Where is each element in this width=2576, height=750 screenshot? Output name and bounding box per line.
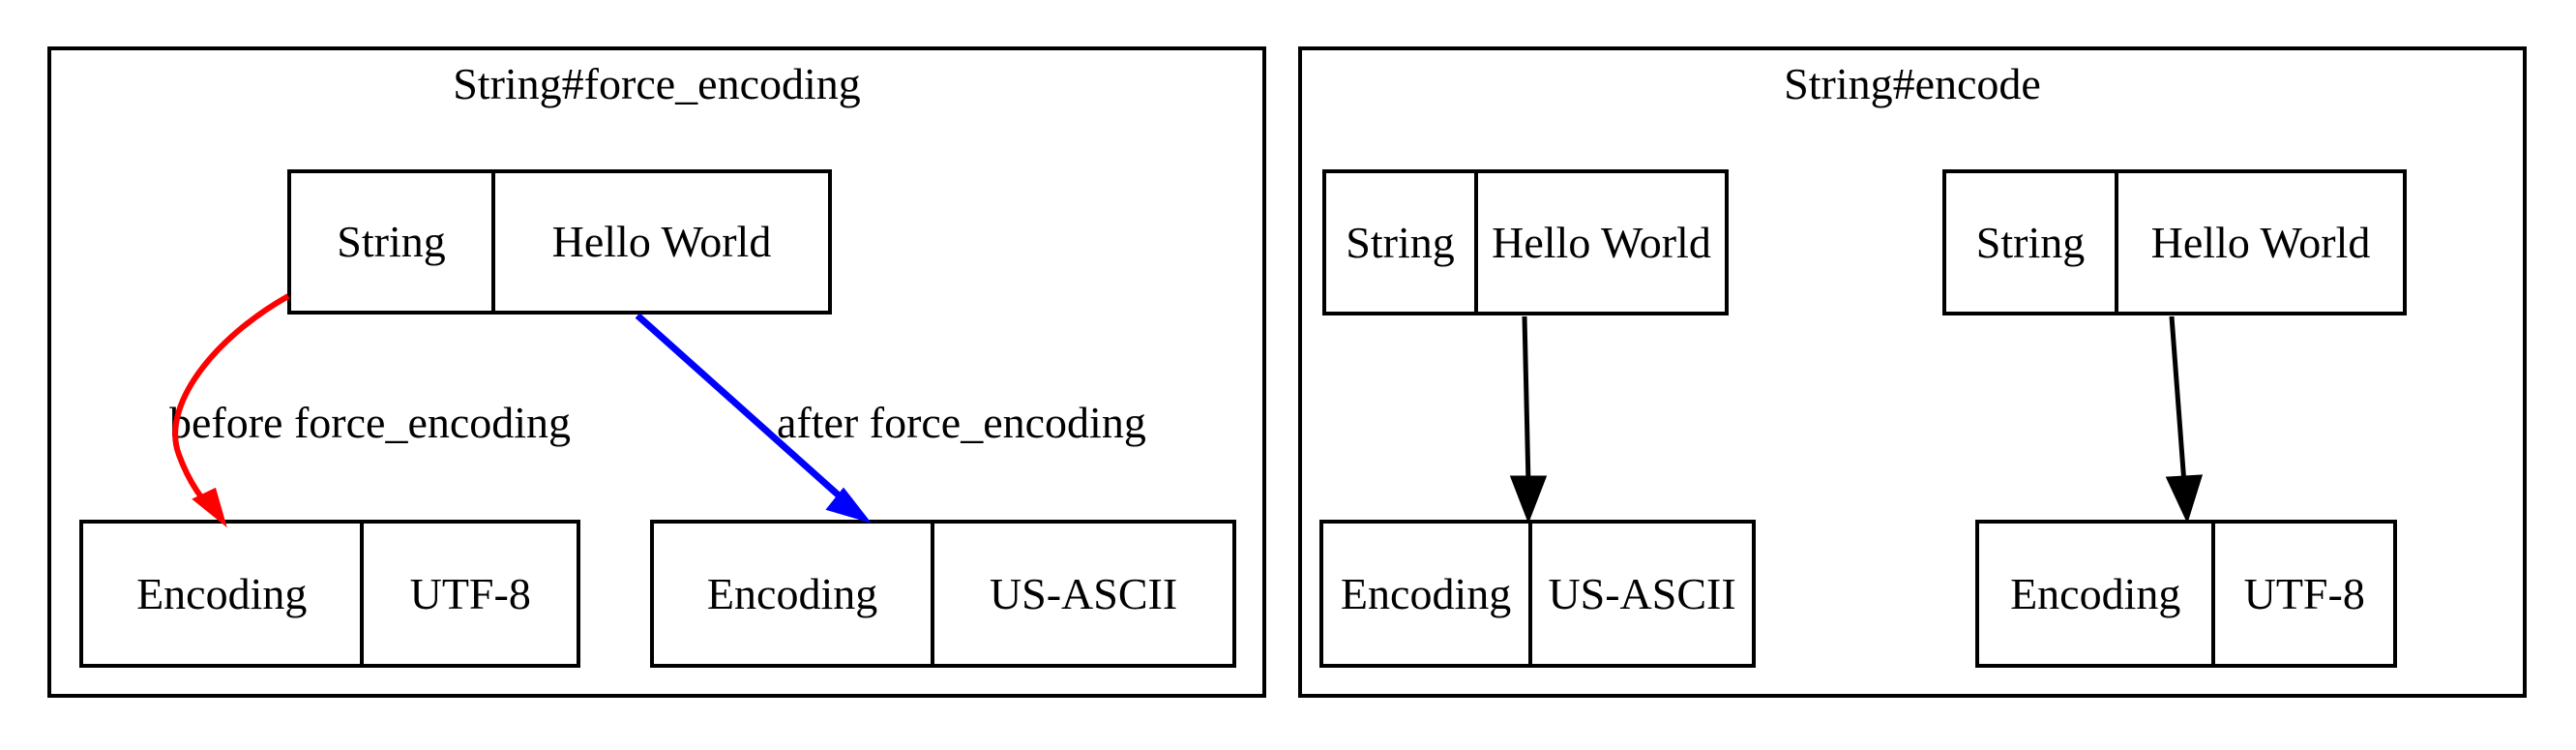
- node-fe-string-field-value: Hello World: [491, 173, 828, 311]
- node-fe-encoding-usascii[interactable]: Encoding US-ASCII: [650, 520, 1236, 668]
- node-fe-string-field-type: String: [337, 217, 446, 266]
- node-en-encoding-usascii[interactable]: Encoding US-ASCII: [1319, 520, 1756, 668]
- node-fe-encoding-utf8-field-value: UTF-8: [360, 524, 577, 664]
- cluster-encode-title: String#encode: [1784, 59, 2041, 108]
- node-en-encoding-utf8[interactable]: Encoding UTF-8: [1975, 520, 2397, 668]
- edge-after-label: after force_encoding: [777, 398, 1146, 447]
- edge-before-label: before force_encoding: [169, 398, 572, 447]
- node-en-string-2[interactable]: String Hello World: [1942, 169, 2407, 315]
- node-fe-encoding-utf8[interactable]: Encoding UTF-8: [79, 520, 580, 668]
- node-en-encoding-utf8-field-value: UTF-8: [2211, 524, 2393, 664]
- cluster-force-encoding-title: String#force_encoding: [453, 59, 861, 108]
- node-en-string-2-field-value: Hello World: [2115, 173, 2403, 312]
- node-en-encoding-usascii-field-value: US-ASCII: [1528, 524, 1752, 664]
- cluster-force-encoding: [47, 46, 1266, 698]
- node-en-string-1[interactable]: String Hello World: [1322, 169, 1729, 315]
- node-fe-encoding-utf8-field-type: Encoding: [136, 568, 308, 618]
- node-en-string-2-field-type: String: [1975, 217, 2086, 267]
- node-fe-string[interactable]: String Hello World: [287, 169, 832, 315]
- cluster-encode: [1298, 46, 2527, 698]
- node-en-encoding-usascii-field-type: Encoding: [1340, 568, 1512, 618]
- node-en-string-1-field-value: Hello World: [1474, 173, 1725, 312]
- node-fe-encoding-usascii-field-value: US-ASCII: [931, 524, 1232, 664]
- node-en-encoding-utf8-field-type: Encoding: [2010, 568, 2181, 618]
- node-fe-encoding-usascii-field-type: Encoding: [706, 568, 878, 618]
- node-en-string-1-field-type: String: [1346, 217, 1455, 267]
